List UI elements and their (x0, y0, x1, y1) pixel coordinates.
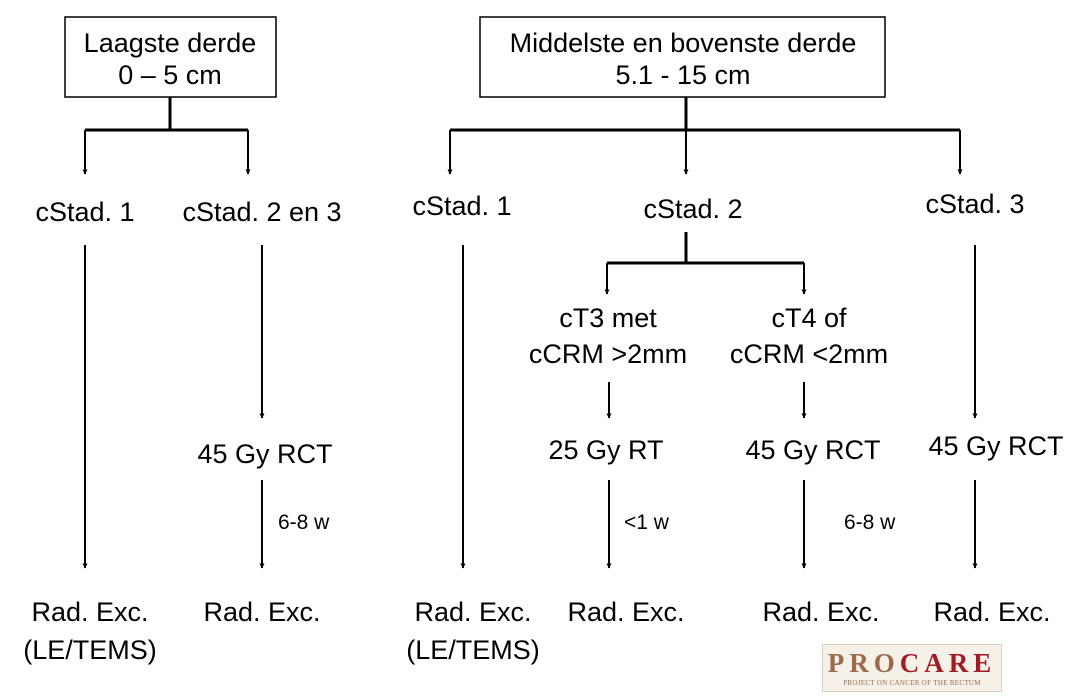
left-exc1-line1: Rad. Exc. (31, 597, 148, 627)
box-middle-upper-third-line2: 5.1 - 15 cm (615, 60, 750, 90)
ct4-line2: cCRM <2mm (730, 339, 888, 369)
right-arrows (447, 130, 978, 569)
right-exc1-line2: (LE/TEMS) (406, 635, 540, 665)
left-exc2-label: Rad. Exc. (203, 597, 320, 627)
left-stage23-label: cStad. 2 en 3 (182, 197, 341, 227)
box-middle-upper-third (479, 16, 886, 98)
right-exc2-label: Rad. Exc. (567, 597, 684, 627)
right-rct-b-label: 45 Gy RCT (928, 431, 1063, 461)
left-arrows (82, 130, 265, 569)
right-rt-interval-label: <1 w (624, 511, 670, 534)
box-middle-upper-third-line1: Middelste en bovenste derde (510, 28, 857, 58)
right-stage3-label: cStad. 3 (925, 189, 1024, 219)
right-connectors (450, 97, 960, 265)
ct3-line1: cT3 met (559, 303, 657, 333)
rt25-label: 25 Gy RT (548, 435, 663, 465)
right-exc3-label: Rad. Exc. (762, 597, 879, 627)
left-stage1-label: cStad. 1 (35, 197, 134, 227)
right-rct-interval-label: 6-8 w (844, 511, 896, 534)
box-lowest-third-line2: 0 – 5 cm (118, 60, 222, 90)
procare-logo-subtitle: PROJECT ON CANCER OF THE RECTUM (843, 679, 981, 687)
ct4-line1: cT4 of (771, 303, 847, 333)
procare-logo-care: CARE (899, 648, 997, 678)
right-rct-a-label: 45 Gy RCT (745, 435, 880, 465)
procare-logo-wordmark: PROCARE (823, 648, 1001, 679)
left-interval-label: 6-8 w (278, 511, 330, 534)
left-exc1-line2: (LE/TEMS) (23, 635, 157, 665)
left-connectors (85, 97, 248, 132)
right-exc4-label: Rad. Exc. (933, 597, 1050, 627)
right-exc1-line1: Rad. Exc. (414, 597, 531, 627)
box-lowest-third (64, 16, 277, 98)
ct3-line2: cCRM >2mm (529, 339, 687, 369)
left-rct-label: 45 Gy RCT (197, 439, 332, 469)
box-lowest-third-line1: Laagste derde (84, 28, 257, 58)
procare-logo: PROCARE PROJECT ON CANCER OF THE RECTUM (822, 644, 1002, 692)
right-stage2-label: cStad. 2 (643, 194, 742, 224)
right-stage1-label: cStad. 1 (412, 191, 511, 221)
procare-logo-pro: PRO (827, 648, 900, 678)
